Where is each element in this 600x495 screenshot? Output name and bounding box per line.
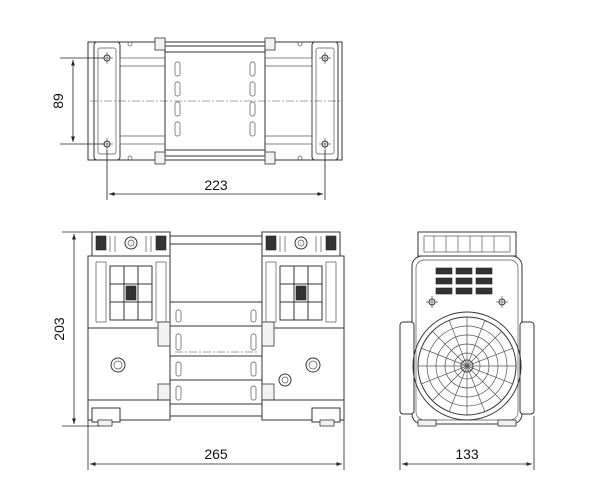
dim-front-width (87, 420, 345, 470)
vent-slots-left (174, 61, 181, 137)
head-fins-left (95, 235, 167, 252)
vent-slots-right (249, 61, 256, 137)
dim-side-width-label: 133 (455, 446, 479, 462)
dim-front-height-label: 203 (51, 317, 67, 341)
motor-slots (175, 309, 257, 401)
front-view (87, 231, 345, 427)
grille-left (109, 265, 153, 321)
side-view (399, 231, 535, 427)
dim-side-width (399, 416, 535, 470)
dim-top-height (60, 57, 104, 145)
dim-top-width-label: 223 (204, 177, 228, 193)
dim-top-height-label: 89 (50, 93, 66, 109)
side-vents (435, 267, 493, 295)
head-fins-right (265, 235, 337, 252)
top-view (87, 37, 343, 165)
dim-front-height (62, 231, 100, 427)
fan-cover (412, 311, 522, 421)
dim-top-width (106, 150, 326, 200)
grille-right (279, 265, 323, 321)
dim-front-width-label: 265 (204, 446, 228, 462)
